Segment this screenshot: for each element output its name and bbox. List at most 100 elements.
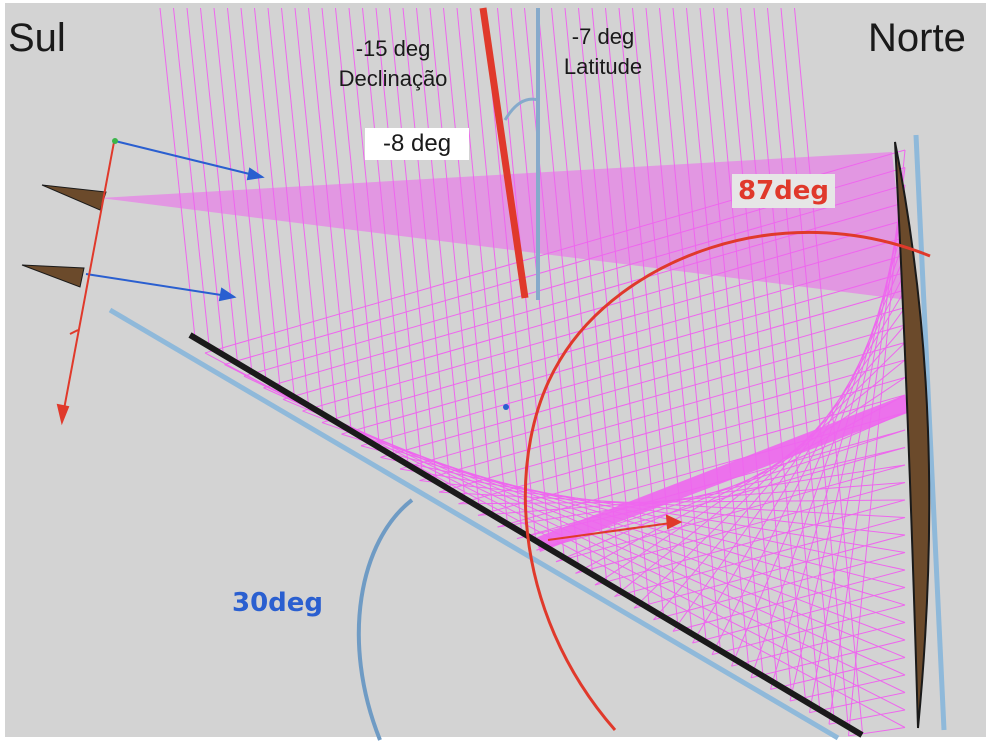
crossing-ray bbox=[614, 359, 906, 597]
latitude-name: Latitude bbox=[563, 54, 643, 79]
incoming-ray bbox=[429, 7, 480, 508]
reflected-ray bbox=[633, 534, 906, 609]
incoming-ray bbox=[794, 7, 863, 733]
normal-tick bbox=[69, 329, 79, 335]
latitude-label: -7 deg Latitude bbox=[548, 22, 658, 82]
incoming-ray bbox=[389, 7, 437, 482]
reflected-ray bbox=[809, 692, 906, 714]
incoming-ray bbox=[551, 7, 608, 584]
reflected-ray bbox=[731, 622, 906, 667]
incoming-ray bbox=[402, 7, 452, 491]
north-label: Norte bbox=[868, 16, 966, 60]
reflector-angle-arc bbox=[523, 230, 931, 731]
tilt-angle-arc bbox=[356, 498, 414, 741]
reflected-band bbox=[535, 395, 910, 552]
reflected-ray bbox=[399, 324, 906, 470]
incoming-ray bbox=[686, 7, 750, 668]
incoming-ray bbox=[456, 7, 508, 524]
vector-upper-head bbox=[246, 167, 265, 181]
crossing-ray bbox=[692, 289, 906, 644]
incoming-ray bbox=[173, 7, 210, 347]
crossing-ray bbox=[653, 324, 906, 621]
tilt-angle-label: 30deg bbox=[232, 588, 324, 618]
crossing-ray bbox=[458, 499, 906, 505]
south-vectors bbox=[85, 140, 265, 302]
crossing-ray bbox=[399, 468, 906, 553]
vector-lower-head bbox=[218, 287, 237, 302]
incoming-ray bbox=[186, 7, 224, 355]
north-reference-line bbox=[913, 134, 947, 731]
incoming-ray bbox=[213, 7, 253, 372]
vector-lower bbox=[85, 273, 235, 298]
incoming-ray bbox=[659, 7, 721, 651]
vector-upper bbox=[114, 140, 263, 178]
reflected-ray bbox=[419, 342, 906, 482]
declination-name: Declinação bbox=[338, 66, 448, 91]
crossing-ray bbox=[711, 272, 906, 655]
incoming-ray bbox=[740, 7, 807, 702]
incoming-ray bbox=[767, 7, 835, 719]
incoming-ray bbox=[605, 7, 665, 617]
crossing-ray bbox=[555, 412, 906, 563]
incoming-ray bbox=[726, 7, 792, 693]
incoming-ray bbox=[645, 7, 707, 643]
incoming-ray bbox=[362, 7, 409, 465]
reflected-ray bbox=[770, 657, 906, 690]
receiver-lower bbox=[21, 264, 85, 288]
crossing-ray bbox=[380, 456, 906, 571]
incoming-ray bbox=[713, 7, 778, 685]
reflected-ray bbox=[575, 482, 906, 574]
ground-line bbox=[108, 307, 840, 741]
latitude-value: -7 deg bbox=[571, 24, 635, 49]
incoming-ray bbox=[470, 7, 523, 533]
incoming-ray bbox=[780, 7, 849, 727]
reflected-ray bbox=[360, 289, 906, 447]
normal-head bbox=[56, 403, 70, 426]
reflected-ray bbox=[653, 552, 906, 621]
north-reflector bbox=[894, 141, 931, 729]
crossing-ray bbox=[536, 429, 906, 551]
reflected-ray bbox=[711, 604, 906, 656]
crossing-ray bbox=[672, 307, 906, 632]
crossing-ray bbox=[731, 254, 906, 667]
declination-label: -15 deg Declinação bbox=[318, 34, 468, 94]
south-normal-vector bbox=[56, 141, 115, 426]
south-label: Sul bbox=[8, 16, 66, 60]
reflected-ray bbox=[789, 674, 906, 702]
crossing-ray bbox=[477, 482, 906, 516]
reflected-ray bbox=[380, 307, 906, 458]
incoming-ray bbox=[200, 7, 239, 364]
south-pivot bbox=[112, 138, 118, 144]
tilted-mirror bbox=[188, 332, 864, 738]
crossing-ray bbox=[438, 491, 906, 518]
incoming-ray bbox=[564, 7, 622, 592]
reflected-ray bbox=[438, 359, 906, 493]
reflected-ray bbox=[692, 587, 906, 644]
reflected-ray bbox=[341, 272, 906, 435]
incoming-ray bbox=[443, 7, 494, 516]
zenith-offset-label: -8 deg bbox=[365, 128, 470, 160]
reflector-angle-label: 87deg bbox=[732, 174, 836, 208]
reflected-ray bbox=[458, 377, 906, 505]
incoming-ray bbox=[699, 7, 764, 676]
crossing-ray bbox=[594, 377, 906, 586]
incoming-ray bbox=[159, 7, 196, 339]
reflection-fan bbox=[100, 152, 908, 300]
incoming-ray bbox=[537, 7, 594, 575]
reflected-ray bbox=[750, 639, 906, 679]
declination-value: -15 deg bbox=[355, 36, 431, 61]
zenith-angle-arc bbox=[503, 97, 539, 121]
reflected-head bbox=[665, 514, 683, 530]
crossing-ray bbox=[633, 342, 906, 609]
sun-direction-line bbox=[479, 7, 529, 299]
crossing-ray bbox=[419, 480, 906, 536]
incoming-ray bbox=[416, 7, 466, 499]
reflected-ray bbox=[672, 569, 906, 632]
normal-shaft bbox=[61, 141, 115, 421]
center-marker bbox=[503, 404, 509, 410]
reflected-shaft bbox=[547, 521, 679, 541]
reflected-ray bbox=[614, 517, 906, 598]
reflected-vector bbox=[547, 514, 683, 541]
